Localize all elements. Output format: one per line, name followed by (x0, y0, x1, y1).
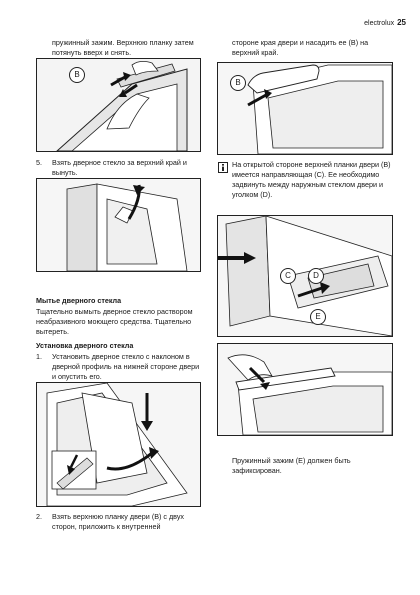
figure-remove-glass (36, 178, 201, 272)
figure-attach-top-strip: B (217, 62, 393, 155)
step-5-text: Взять дверное стекло за верхний край и в… (52, 158, 187, 177)
install-title: Установка дверного стекла (36, 341, 134, 350)
step-1-number: 1. (36, 352, 42, 361)
note-text: На открытой стороне верхней планки двери… (232, 160, 391, 199)
wash-title: Мытье дверного стекла (36, 296, 122, 305)
brand-name: electrolux (364, 20, 395, 27)
figure-guide-rail: C D E (217, 215, 393, 337)
info-note-icon (218, 160, 228, 173)
label-e-marker: E (310, 309, 326, 325)
page-number: 25 (397, 18, 406, 27)
left-paragraph-1: пружинный зажим. Верхнюю планку затем по… (52, 38, 194, 57)
wash-text: Тщательно вымыть дверное стекло растворо… (36, 307, 193, 336)
right-paragraph-1: стороне края двери и насадить ее (B) на … (232, 38, 369, 57)
figure-spring-clip (217, 343, 393, 436)
right-paragraph-last: Пружинный зажим (E) должен быть зафиксир… (232, 456, 351, 475)
label-b-marker: B (230, 75, 246, 91)
figure-remove-top-strip: B (36, 58, 201, 152)
figure-install-glass (36, 382, 201, 507)
label-d-marker: D (308, 268, 324, 284)
label-b-marker: B (69, 67, 85, 83)
step-2-text: Взять верхнюю планку двери (B) с двух ст… (52, 512, 185, 531)
step-2-number: 2. (36, 512, 42, 521)
step-1-text: Установить дверное стекло с наклоном в д… (52, 352, 200, 381)
label-c-marker: C (280, 268, 296, 284)
step-5-number: 5. (36, 158, 42, 167)
